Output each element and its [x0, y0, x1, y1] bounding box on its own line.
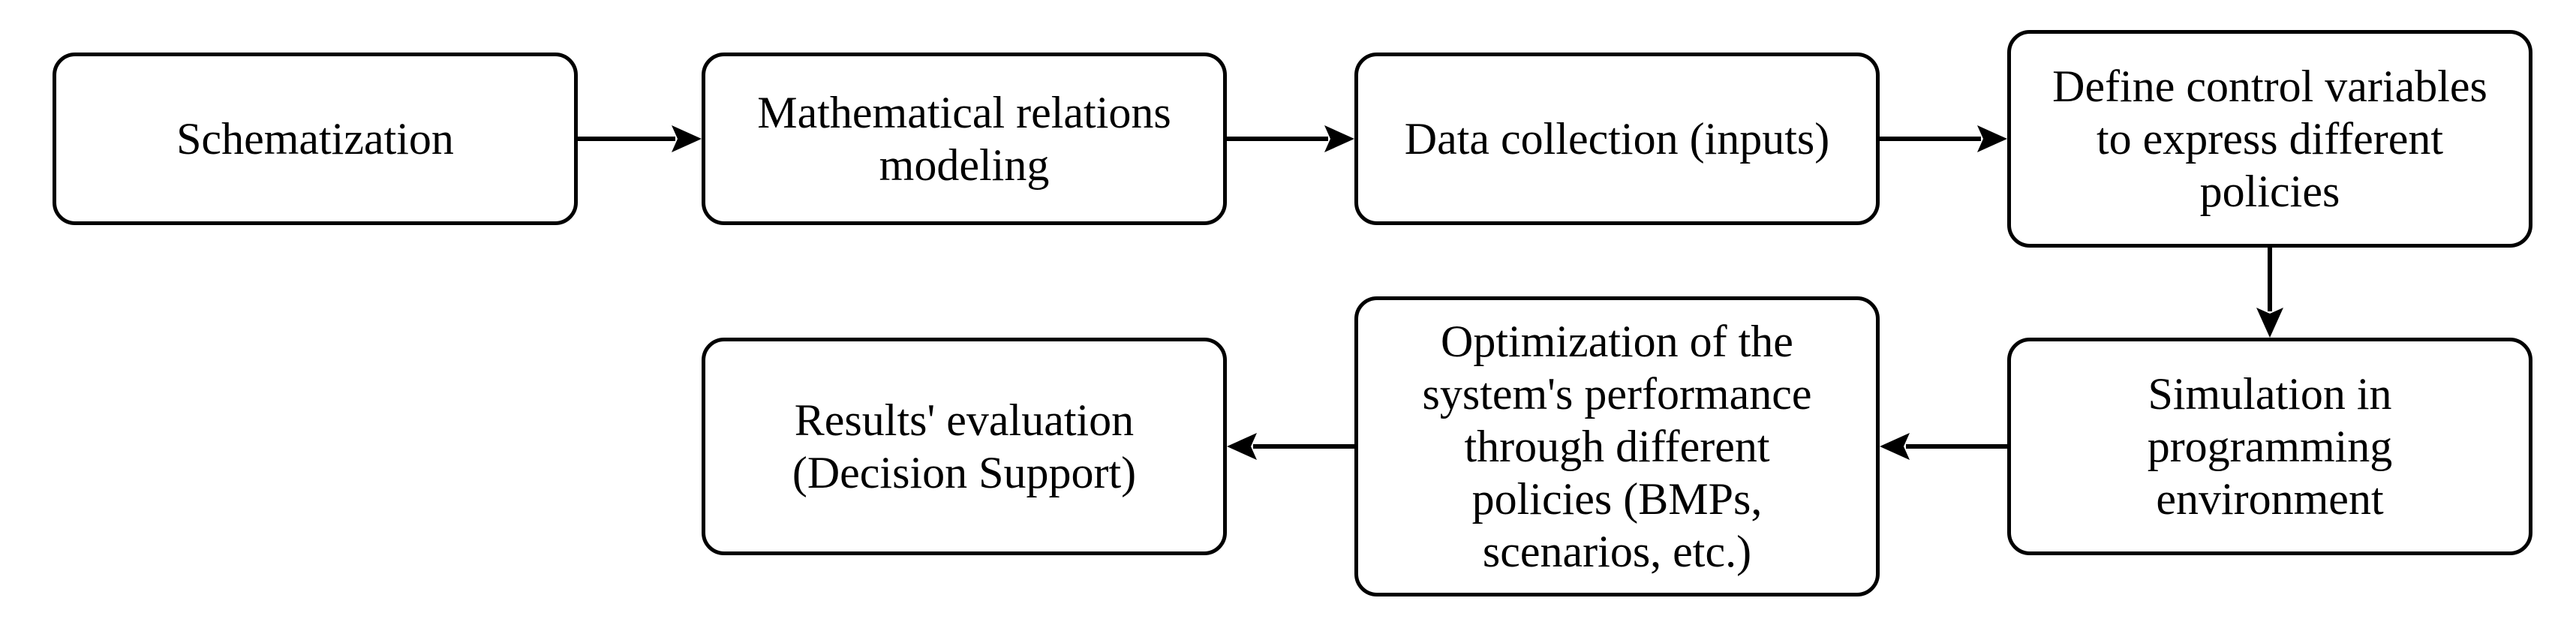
node-math-modeling-label: Mathematical relations modeling	[757, 87, 1171, 190]
arrow-control-vars-to-simulation	[2256, 248, 2283, 338]
node-math-modeling: Mathematical relations modeling	[702, 53, 1227, 225]
node-results-label: Results' evaluation (Decision Support)	[792, 395, 1137, 497]
node-optimization-label: Optimization of the system's performance…	[1422, 316, 1812, 577]
arrow-simulation-to-optimization	[1880, 433, 2007, 460]
node-data-collection-label: Data collection (inputs)	[1404, 113, 1830, 164]
node-data-collection: Data collection (inputs)	[1354, 53, 1880, 225]
arrow-data-collection-to-control-vars	[1880, 125, 2007, 152]
node-control-vars: Define control variables to express diff…	[2007, 30, 2532, 248]
node-control-vars-label: Define control variables to express diff…	[2052, 61, 2487, 217]
node-results: Results' evaluation (Decision Support)	[702, 338, 1227, 555]
node-optimization: Optimization of the system's performance…	[1354, 296, 1880, 596]
node-schematization: Schematization	[53, 53, 578, 225]
node-simulation: Simulation in programming environment	[2007, 338, 2532, 555]
node-simulation-label: Simulation in programming environment	[2147, 368, 2393, 524]
arrow-optimization-to-results	[1227, 433, 1354, 460]
arrow-schematization-to-math-modeling	[578, 125, 702, 152]
arrow-math-modeling-to-data-collection	[1227, 125, 1354, 152]
node-schematization-label: Schematization	[176, 113, 454, 164]
